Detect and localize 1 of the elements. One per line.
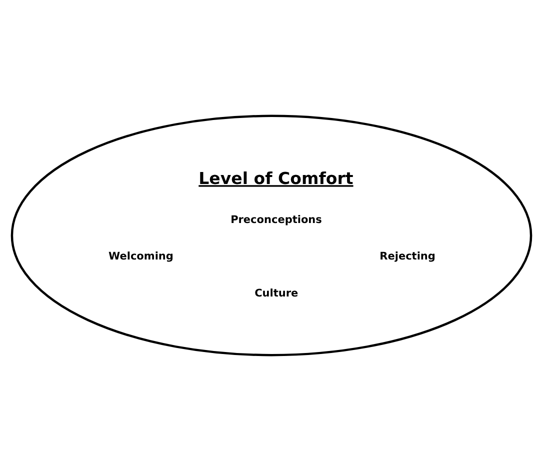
node-ellipse: Level of Comfort Preconceptions Welcoming Rejecting Culture: [10, 114, 532, 356]
